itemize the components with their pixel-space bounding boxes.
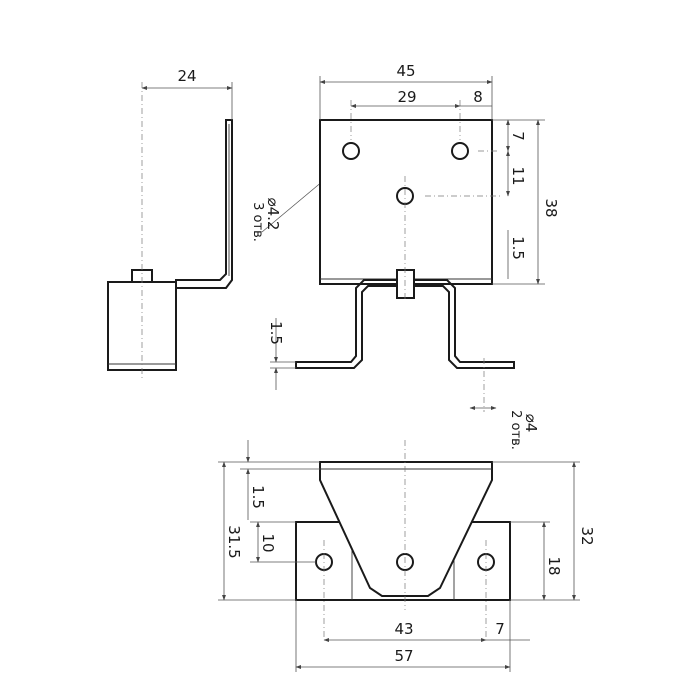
bottom-trapezoid <box>319 461 493 597</box>
hole-spacing-label: 29 <box>397 88 416 106</box>
top-offset-label: 7 <box>509 131 527 141</box>
front-hole-left <box>342 142 360 160</box>
top-hole-diameter: ⌀4.2 <box>264 198 282 231</box>
bottom-height-left-label: 31.5 <box>225 525 243 558</box>
thickness-right-label: 1.5 <box>509 236 527 260</box>
front-height-label: 38 <box>542 198 560 217</box>
base-height-label: 18 <box>545 556 563 575</box>
base-hole-count: 2 отв. <box>508 410 523 450</box>
hole-edge-label: 8 <box>473 88 483 106</box>
base-hole-spacing-label: 43 <box>394 620 413 638</box>
base-hole-edge-label: 7 <box>495 620 505 638</box>
side-view: 24 <box>107 67 233 380</box>
front-plate <box>319 119 493 285</box>
front-stand-outline <box>295 279 515 369</box>
hole-vertical-label: 11 <box>509 166 527 185</box>
side-bracket-outline <box>175 119 233 289</box>
base-hole-diameter: ⌀4 <box>522 414 540 433</box>
front-width-label: 45 <box>396 62 415 80</box>
top-hole-callout: ⌀4.2 3 отв. <box>250 139 373 242</box>
front-hole-right <box>451 142 469 160</box>
side-width-label: 24 <box>177 67 196 85</box>
front-fastener <box>396 269 415 299</box>
bottom-thickness-label: 1.5 <box>249 485 267 509</box>
bottom-view: 31.5 1.5 10 32 18 43 7 57 <box>218 440 596 672</box>
bottom-height-right-label: 32 <box>578 526 596 545</box>
thickness-left-label: 1.5 <box>267 321 285 345</box>
bottom-step-label: 10 <box>259 533 277 552</box>
front-view: 45 29 8 38 7 11 1.5 1.5 ⌀4 2 отв. <box>267 62 560 450</box>
base-width-label: 57 <box>394 647 413 665</box>
top-hole-count: 3 отв. <box>250 202 265 242</box>
